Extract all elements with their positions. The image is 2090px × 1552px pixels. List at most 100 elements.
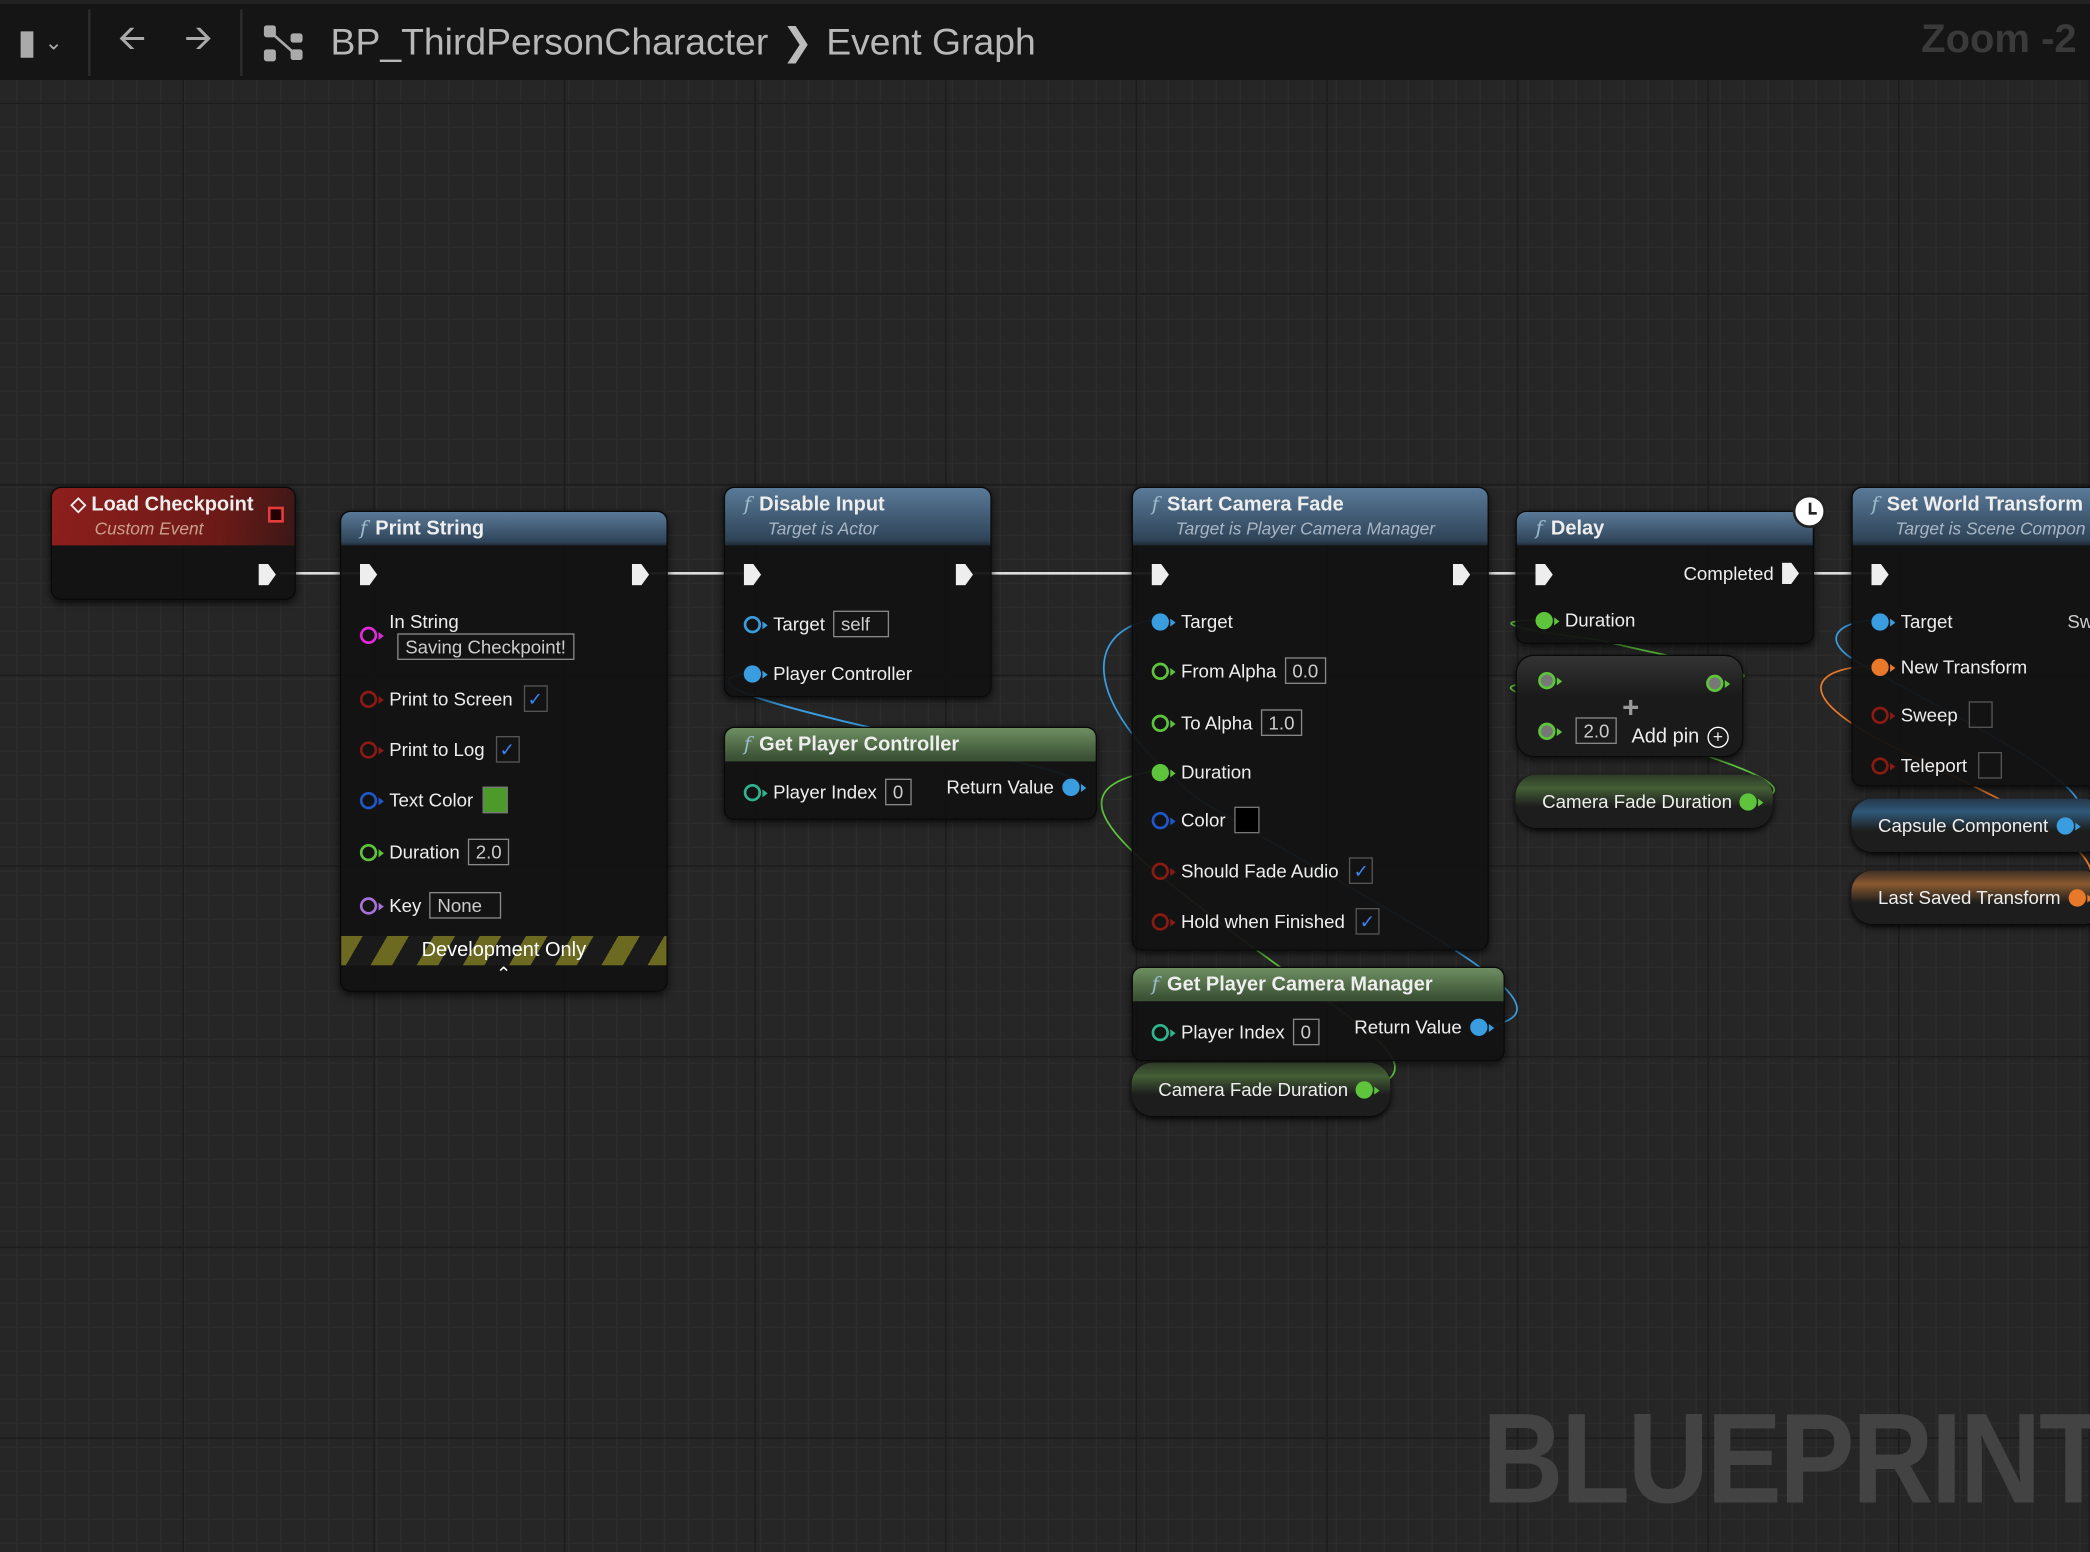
add-value-input[interactable]: 2.0 bbox=[1575, 717, 1618, 744]
add-pin-label: Add pin bbox=[1631, 725, 1700, 748]
float-pin[interactable] bbox=[1739, 792, 1764, 810]
bool-pin[interactable] bbox=[1151, 912, 1176, 930]
function-icon: f bbox=[1151, 971, 1160, 996]
duration-row: Duration 2.0 bbox=[359, 838, 510, 866]
pin-label: Teleport bbox=[1900, 754, 1968, 776]
float-out-pin[interactable] bbox=[1706, 674, 1731, 692]
float-pin[interactable] bbox=[1151, 763, 1176, 781]
transform-pin[interactable] bbox=[2068, 888, 2090, 906]
event-diamond-icon: ◇ bbox=[70, 493, 87, 516]
chevron-down-icon: ⌄ bbox=[44, 31, 63, 54]
should-fade-audio-checkbox[interactable]: ✓ bbox=[1349, 857, 1374, 884]
pin-label: Print to Screen bbox=[389, 687, 513, 710]
float-pin[interactable] bbox=[1356, 1080, 1381, 1098]
struct-pin[interactable] bbox=[359, 791, 384, 809]
exec-out-pin[interactable] bbox=[955, 563, 974, 586]
int-pin[interactable] bbox=[1151, 1023, 1176, 1041]
bool-pin[interactable] bbox=[1151, 861, 1176, 880]
from-alpha-input[interactable]: 0.0 bbox=[1284, 657, 1327, 684]
float-pin[interactable] bbox=[1538, 721, 1563, 740]
pin-label: Duration bbox=[389, 841, 460, 863]
function-icon: f bbox=[1535, 515, 1543, 540]
object-pin[interactable] bbox=[1871, 612, 1896, 630]
object-pin[interactable] bbox=[1151, 612, 1176, 630]
text-color-swatch[interactable] bbox=[482, 786, 508, 814]
print-to-screen-row: Print to Screen ✓ bbox=[359, 685, 548, 712]
in-string-input[interactable]: Saving Checkpoint! bbox=[397, 633, 575, 660]
breadcrumb-blueprint[interactable]: BP_ThirdPersonCharacter bbox=[330, 20, 769, 62]
exec-in-pin[interactable] bbox=[1535, 563, 1553, 586]
back-button[interactable]: 🡨 bbox=[99, 15, 166, 68]
print-to-log-checkbox[interactable]: ✓ bbox=[495, 735, 520, 763]
to-alpha-input[interactable]: 1.0 bbox=[1260, 709, 1303, 736]
player-index-input[interactable]: 0 bbox=[884, 778, 912, 806]
print-to-log-row: Print to Log ✓ bbox=[359, 735, 520, 763]
exec-out-pin[interactable] bbox=[258, 563, 276, 586]
pin-label: Duration bbox=[1564, 609, 1636, 631]
object-pin[interactable] bbox=[1061, 777, 1086, 796]
exec-out-pin[interactable] bbox=[1452, 563, 1471, 586]
load-checkpoint-node[interactable]: ◇Load Checkpoint Custom Event bbox=[50, 486, 296, 600]
float-pin[interactable] bbox=[1538, 671, 1563, 690]
float-pin[interactable] bbox=[1151, 713, 1176, 732]
exec-out-pin[interactable] bbox=[631, 563, 650, 586]
teleport-checkbox[interactable] bbox=[1977, 751, 2002, 779]
bool-pin[interactable] bbox=[359, 740, 384, 758]
float-pin[interactable] bbox=[359, 843, 384, 861]
exec-in-pin[interactable] bbox=[1871, 563, 1889, 586]
delegate-pin[interactable] bbox=[267, 506, 284, 523]
add-float-node[interactable]: + 2.0 Add pin+ bbox=[1515, 654, 1744, 758]
bool-pin[interactable] bbox=[1871, 705, 1896, 724]
object-pin[interactable] bbox=[743, 615, 768, 633]
float-pin[interactable] bbox=[1151, 661, 1176, 680]
breadcrumb-graph[interactable]: Event Graph bbox=[826, 20, 1036, 62]
pin-label: Print to Log bbox=[389, 738, 485, 760]
object-pin[interactable] bbox=[2056, 816, 2081, 834]
camera-fade-duration-variable[interactable]: Camera Fade Duration bbox=[1131, 1062, 1391, 1116]
int-pin[interactable] bbox=[743, 783, 768, 801]
print-to-screen-checkbox[interactable]: ✓ bbox=[523, 685, 548, 712]
hold-when-finished-checkbox[interactable]: ✓ bbox=[1355, 907, 1380, 935]
name-pin[interactable] bbox=[359, 896, 384, 914]
node-subtitle: Target is Scene Compon bbox=[1895, 518, 2086, 539]
key-input[interactable]: None bbox=[429, 891, 502, 919]
last-saved-transform-variable[interactable]: Last Saved Transform bbox=[1851, 870, 2090, 924]
object-pin[interactable] bbox=[743, 664, 768, 682]
forward-button[interactable]: 🡪 bbox=[165, 15, 232, 68]
float-pin[interactable] bbox=[1535, 611, 1560, 629]
player-index-input[interactable]: 0 bbox=[1292, 1018, 1320, 1046]
color-swatch[interactable] bbox=[1234, 806, 1261, 834]
object-pin[interactable] bbox=[1469, 1017, 1494, 1036]
exec-in-pin[interactable] bbox=[743, 563, 762, 586]
bool-pin[interactable] bbox=[359, 689, 384, 708]
camera-fade-duration-variable[interactable]: Camera Fade Duration bbox=[1515, 774, 1773, 828]
completed-row: Completed bbox=[1683, 562, 1800, 584]
sweep-checkbox[interactable] bbox=[1968, 701, 1993, 728]
exec-in-pin[interactable] bbox=[1151, 563, 1169, 586]
string-pin[interactable] bbox=[359, 626, 384, 644]
collapse-chevron-icon[interactable]: ⌃ bbox=[495, 962, 512, 984]
sweep-row: Sweep bbox=[1871, 701, 1993, 728]
add-pin-button[interactable]: Add pin+ bbox=[1631, 725, 1729, 748]
node-subtitle: Custom Event bbox=[94, 518, 204, 539]
exec-out-pin[interactable] bbox=[1781, 562, 1800, 584]
target-input[interactable]: self bbox=[832, 610, 889, 638]
sweep-hit-result-label: Sw bbox=[2067, 610, 2090, 632]
transform-pin[interactable] bbox=[1871, 657, 1896, 676]
capsule-component-variable[interactable]: Capsule Component bbox=[1851, 798, 2090, 852]
exec-in-pin[interactable] bbox=[359, 563, 378, 586]
struct-pin[interactable] bbox=[1151, 811, 1176, 829]
bool-pin[interactable] bbox=[1871, 756, 1896, 774]
duration-input[interactable]: 2.0 bbox=[467, 838, 510, 866]
arrow-right-icon: 🡪 bbox=[184, 16, 213, 57]
bookmark-dropdown[interactable]: ▮⌄ bbox=[0, 15, 80, 68]
